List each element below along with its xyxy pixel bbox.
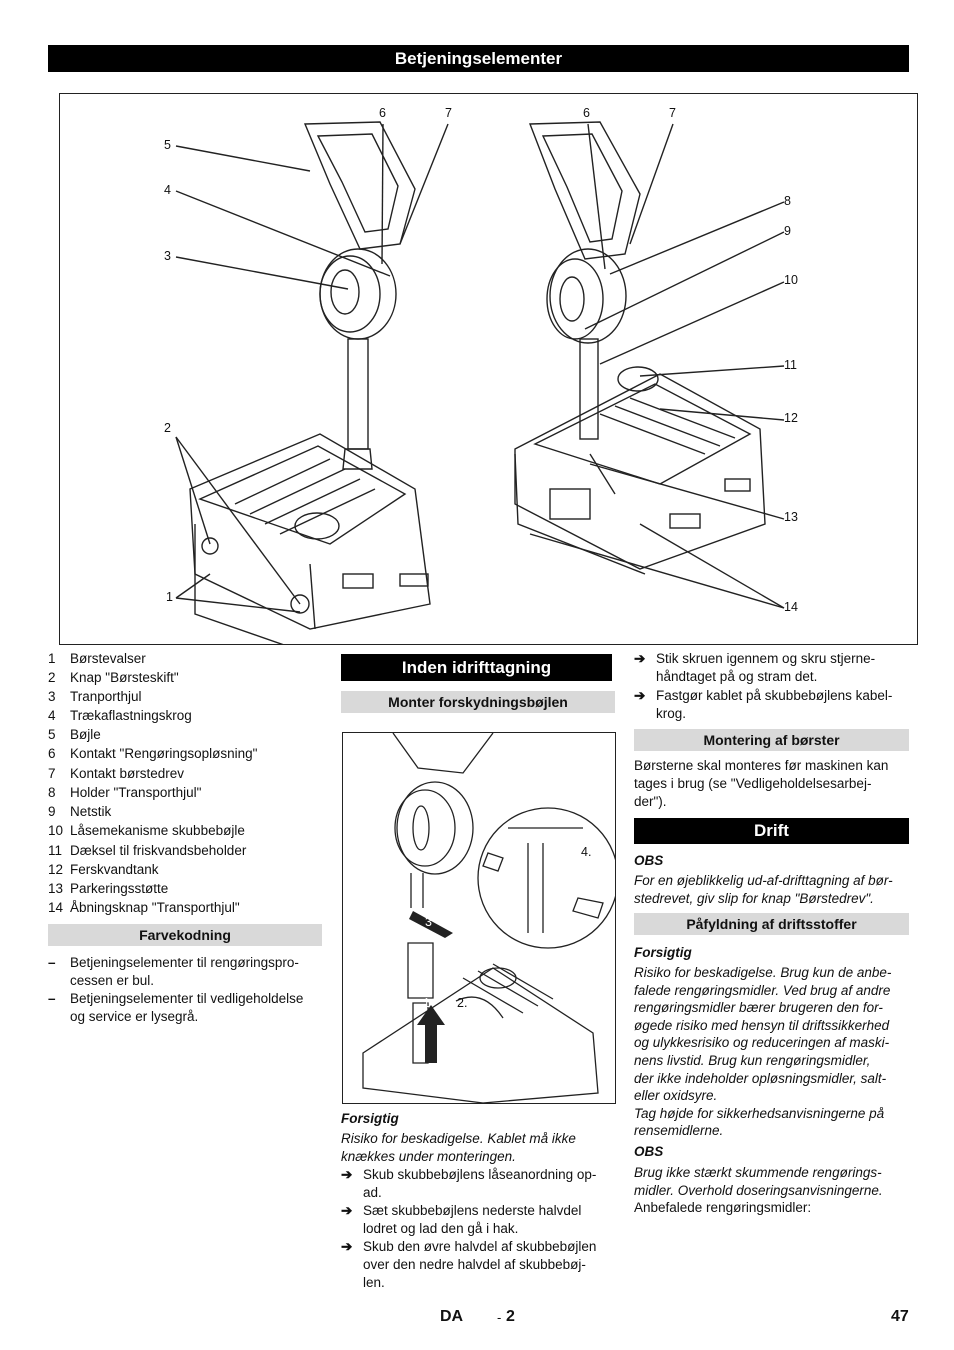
mount-callout-3: 3	[425, 915, 432, 929]
callout-13: 13	[784, 510, 798, 524]
mount-step: ➔ Fastgør kablet på skubbebøjlens kabel-…	[634, 688, 893, 721]
callout-7a: 7	[445, 106, 452, 120]
mount-step: ➔ Skub skubbebøjlens låseanordning op-ad…	[341, 1167, 597, 1200]
main-figure: 5 4 3 2 1 6 7 6 7 8 9 10 11 12 13 14	[59, 93, 918, 645]
callout-6a: 6	[379, 106, 386, 120]
callout-14: 14	[784, 600, 798, 614]
footer-lang: DA	[440, 1308, 464, 1325]
obs-text: For en øjeblikkelig ud-af-drifttagning a…	[634, 873, 893, 906]
callout-6b: 6	[583, 106, 590, 120]
left-wheel-housing	[319, 255, 381, 333]
obs-text: Brug ikke stærkt skummende rengørings-mi…	[634, 1165, 883, 1198]
paafyldning-heading: Påfyldning af driftsstoffer	[634, 913, 909, 935]
footer-sep: -	[497, 1310, 502, 1325]
right-body	[514, 373, 766, 570]
caution-text: Risiko for beskadigelse. Brug kun de anb…	[634, 965, 892, 1139]
farvekodning-heading: Farvekodning	[48, 924, 322, 946]
montering-heading: Montering af børster	[634, 729, 909, 751]
section-banner: Betjeningselementer	[48, 45, 909, 72]
color-code-item: – Betjeningselementer til vedligeholdels…	[48, 991, 304, 1024]
obs-label: OBS	[634, 1144, 664, 1159]
obs-label: OBS	[634, 853, 664, 868]
mount-step: ➔ Stik skruen igennem og skru stjerne-hå…	[634, 651, 876, 684]
callout-4: 4	[164, 183, 171, 197]
callout-1: 1	[166, 590, 173, 604]
callout-8: 8	[784, 194, 791, 208]
callout-3: 3	[164, 249, 171, 263]
inden-idrifttagning-banner: Inden idrifttagning	[341, 654, 612, 681]
mount-callout-4: 4.	[581, 845, 592, 859]
footer-page-sub: 2	[506, 1308, 515, 1325]
machine-illustration	[175, 121, 785, 644]
mounting-figure: 4. 3 1 2.	[342, 732, 616, 1104]
recommended-label: Anbefalede rengøringsmidler:	[634, 1200, 812, 1215]
right-wheel-housing	[546, 258, 604, 340]
page-number: 47	[891, 1308, 909, 1325]
callout-5: 5	[164, 138, 171, 152]
callout-2: 2	[164, 421, 171, 435]
callout-12: 12	[784, 411, 798, 425]
mount-callout-1: 1	[423, 996, 430, 1010]
caution-label: Forsigtig	[634, 945, 692, 960]
color-code-item: – Betjeningselementer til rengøringspro-…	[48, 955, 299, 988]
callout-11: 11	[784, 358, 797, 372]
callout-10: 10	[784, 273, 798, 287]
left-body	[189, 433, 431, 630]
callout-7b: 7	[669, 106, 676, 120]
mounting-illustration	[362, 733, 615, 1103]
section-title: Betjeningselementer	[394, 49, 563, 68]
monter-heading: Monter forskydningsbøjlen	[341, 691, 615, 713]
callout-9: 9	[784, 224, 791, 238]
drift-banner: Drift	[634, 818, 909, 844]
mount-callout-2: 2.	[457, 996, 468, 1010]
montering-text: Børsterne skal monteres før maskinen kan…	[634, 758, 889, 809]
right-handle	[528, 121, 641, 260]
caution-label: Forsigtig	[341, 1111, 399, 1126]
